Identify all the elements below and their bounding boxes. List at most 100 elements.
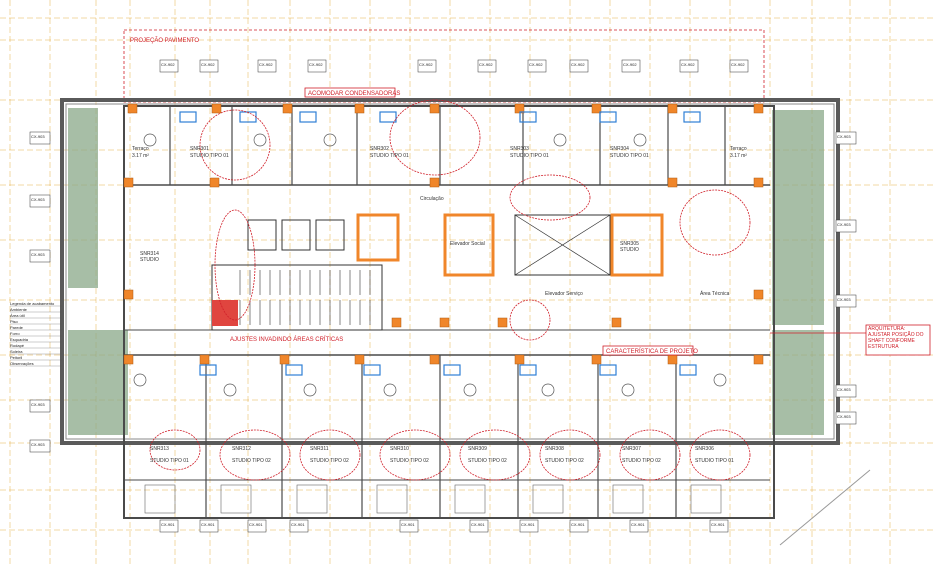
tag-box bbox=[709, 519, 729, 533]
red-fill-box bbox=[212, 300, 238, 326]
room-code: SNR308 bbox=[545, 446, 564, 452]
tag-box bbox=[519, 519, 539, 533]
revision-cloud bbox=[509, 174, 591, 221]
elevator-2 bbox=[281, 219, 311, 251]
legend-item: Peitoril bbox=[10, 355, 22, 360]
column bbox=[282, 103, 293, 114]
tag-label: CX-901 bbox=[521, 522, 535, 527]
column bbox=[429, 103, 440, 114]
tag-label: CX-902 bbox=[529, 62, 543, 67]
revision-cloud bbox=[214, 209, 256, 321]
tag-label: CX-902 bbox=[479, 62, 493, 67]
revision-cloud bbox=[679, 189, 751, 256]
note-box-content: ARQUITETURA: AJUSTAR POSIÇÃO DO SHAFT CO… bbox=[868, 326, 923, 350]
terrace-cell bbox=[376, 484, 408, 514]
tag-box bbox=[835, 411, 857, 425]
structural-columns bbox=[123, 103, 764, 365]
column bbox=[439, 317, 450, 328]
column bbox=[591, 354, 602, 365]
tag-label: CX-903 bbox=[31, 402, 45, 407]
toilet-fixture bbox=[713, 373, 727, 387]
room-code: SNR302 bbox=[370, 146, 389, 152]
tag-box bbox=[159, 59, 179, 73]
column bbox=[667, 177, 678, 188]
column bbox=[127, 103, 138, 114]
tag-box bbox=[29, 439, 51, 453]
revision-cloud bbox=[199, 109, 271, 181]
room-area: STUDIO TIPO 02 bbox=[390, 458, 429, 464]
revision-cloud bbox=[539, 429, 601, 481]
tag-box bbox=[835, 219, 857, 233]
tag-box bbox=[469, 519, 489, 533]
revision-cloud bbox=[389, 99, 481, 176]
room-code: SNR311 bbox=[310, 446, 329, 452]
fixture bbox=[519, 111, 537, 123]
tag-label: CX-901 bbox=[201, 522, 215, 527]
fixture bbox=[443, 364, 461, 376]
legend-item: Parede bbox=[10, 325, 24, 330]
terrace-cell bbox=[220, 484, 252, 514]
legend-item: Piso bbox=[10, 319, 19, 324]
room-area: 3.17 m² bbox=[132, 153, 149, 159]
revision-cloud bbox=[299, 429, 361, 481]
revision-cloud bbox=[379, 429, 451, 481]
room-code: SNR304 bbox=[610, 146, 629, 152]
room-code: Área Técnica bbox=[700, 290, 730, 297]
room-area: STUDIO TIPO 02 bbox=[232, 458, 271, 464]
terrace-cell bbox=[144, 484, 176, 514]
markup-right-mid: CARACTERÍSTICA DE PROJETO bbox=[606, 348, 698, 355]
legend-item: Esquadria bbox=[10, 337, 29, 342]
legend-item: Legenda de acabamento bbox=[10, 301, 55, 306]
tag-box bbox=[199, 519, 219, 533]
elevator-left-core bbox=[443, 213, 495, 277]
tag-label: CX-903 bbox=[837, 222, 851, 227]
tag-label: CX-901 bbox=[471, 522, 485, 527]
column bbox=[209, 177, 220, 188]
tag-box bbox=[729, 59, 749, 73]
column bbox=[514, 354, 525, 365]
legend-item: Forro bbox=[10, 331, 20, 336]
tag-label: CX-901 bbox=[249, 522, 263, 527]
bottom-partitions bbox=[124, 355, 770, 518]
room-code: SNR312 bbox=[232, 446, 251, 452]
tag-box bbox=[29, 249, 51, 263]
fixture bbox=[379, 111, 397, 123]
toilet-fixture bbox=[133, 373, 147, 387]
column bbox=[497, 317, 508, 328]
stair-treads bbox=[239, 270, 371, 325]
diagonal-line bbox=[779, 469, 871, 546]
projection-outline bbox=[123, 29, 765, 103]
tag-label: CX-901 bbox=[161, 522, 175, 527]
room-code: SNR301 bbox=[190, 146, 209, 152]
column bbox=[211, 103, 222, 114]
room-code: Elevador Social bbox=[450, 241, 485, 247]
column bbox=[391, 317, 402, 328]
column bbox=[591, 103, 602, 114]
stair-core-2 bbox=[514, 214, 611, 276]
column bbox=[199, 354, 210, 365]
tag-label: CX-902 bbox=[623, 62, 637, 67]
column bbox=[753, 289, 764, 300]
fixture bbox=[519, 364, 537, 376]
markup-top-box bbox=[304, 87, 396, 98]
room-area: STUDIO TIPO 01 bbox=[190, 153, 229, 159]
toilet-fixture bbox=[383, 383, 397, 397]
revision-cloud bbox=[509, 299, 551, 341]
room-code: SNR303 bbox=[510, 146, 529, 152]
revision-cloud bbox=[619, 429, 681, 481]
toilet-fixture bbox=[323, 133, 337, 147]
tag-label: CX-902 bbox=[419, 62, 433, 67]
column bbox=[429, 177, 440, 188]
tag-box bbox=[159, 519, 179, 533]
revision-cloud bbox=[219, 429, 291, 481]
room-code: SNR310 bbox=[390, 446, 409, 452]
column bbox=[753, 103, 764, 114]
room-area: STUDIO TIPO 01 bbox=[370, 153, 409, 159]
room-code: SNR313 bbox=[150, 446, 169, 452]
slab-outline bbox=[60, 98, 840, 445]
tag-label: CX-902 bbox=[309, 62, 323, 67]
toilet-fixture bbox=[253, 133, 267, 147]
column bbox=[753, 177, 764, 188]
